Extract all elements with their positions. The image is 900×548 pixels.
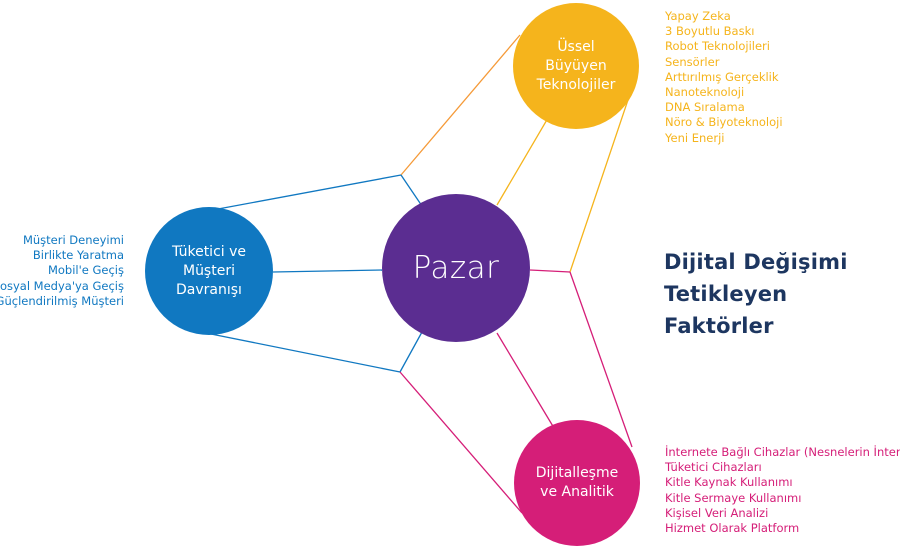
customer-label: Tüketici ve Müşteri Davranışı	[171, 243, 247, 298]
link-cust-center	[272, 269, 383, 273]
list-item: Birlikte Yaratma	[32, 248, 124, 263]
list-item: Hizmet Olarak Platform	[665, 521, 800, 536]
list-item: Yapay Zeka	[665, 9, 731, 23]
link-dig-right	[569, 271, 633, 448]
digital-label: Dijitalleşme ve Analitik	[535, 465, 619, 500]
digital-list: İnternete Bağlı Cihazlar (Nesnelerin İnt…	[665, 445, 900, 536]
list-item: Robot Teknolojileri	[665, 39, 770, 54]
list-item: Güçlendirilmiş Müşteri	[0, 293, 124, 308]
list-item: Kişisel Veri Analizi	[665, 505, 769, 520]
list-item: Kitle Kaynak Kullanımı	[665, 475, 793, 490]
link-dig-bottom	[399, 371, 523, 514]
link-cust-top	[217, 174, 402, 210]
list-item: Müşteri Deneyimi	[22, 233, 124, 247]
list-item: Mobil'e Geçiş	[47, 263, 124, 278]
link-dig-mid	[529, 269, 571, 273]
technologies-node: Üssel Büyüyen Teknolojiler	[513, 3, 639, 129]
list-item: Nanoteknoloji	[665, 85, 745, 100]
link-cust-bottom-in	[399, 331, 423, 373]
list-item: Kitle Sermaye Kullanımı	[665, 490, 802, 505]
diagram-headline: Dijital Değişimi Tetikleyen Faktörler	[664, 250, 848, 338]
list-item: Yeni Enerji	[665, 130, 725, 145]
digital-node: Dijitalleşme ve Analitik	[514, 420, 640, 546]
technologies-label: Üssel Büyüyen Teknolojiler	[536, 38, 616, 93]
link-dig-center	[496, 332, 555, 429]
customer-list: Müşteri Deneyimi Birlikte Yaratma Mobil'…	[0, 233, 124, 309]
technologies-list: Yapay Zeka 3 Boyutlu Baskı Robot Teknolo…	[665, 9, 783, 146]
list-item: Sosyal Medya'ya Geçiş	[0, 278, 124, 293]
list-item: 3 Boyutlu Baskı	[665, 24, 755, 39]
link-tech-top	[400, 34, 521, 176]
link-tech-center	[496, 117, 549, 206]
market-node: Pazar	[382, 194, 530, 342]
link-cust-bottom	[210, 333, 401, 373]
link-cust-top-in	[400, 174, 423, 207]
customer-node: Tüketici ve Müşteri Davranışı	[145, 207, 273, 335]
list-item: DNA Sıralama	[665, 100, 745, 115]
link-tech-down	[569, 87, 633, 273]
list-item: Tüketici Cihazları	[665, 460, 762, 475]
list-item: İnternete Bağlı Cihazlar (Nesnelerin İnt…	[665, 445, 900, 459]
list-item: Arttırılmış Gerçeklik	[665, 69, 779, 84]
list-item: Sensörler	[665, 54, 720, 69]
list-item: Nöro & Biyoteknoloji	[665, 115, 783, 130]
market-label: Pazar	[412, 250, 500, 286]
